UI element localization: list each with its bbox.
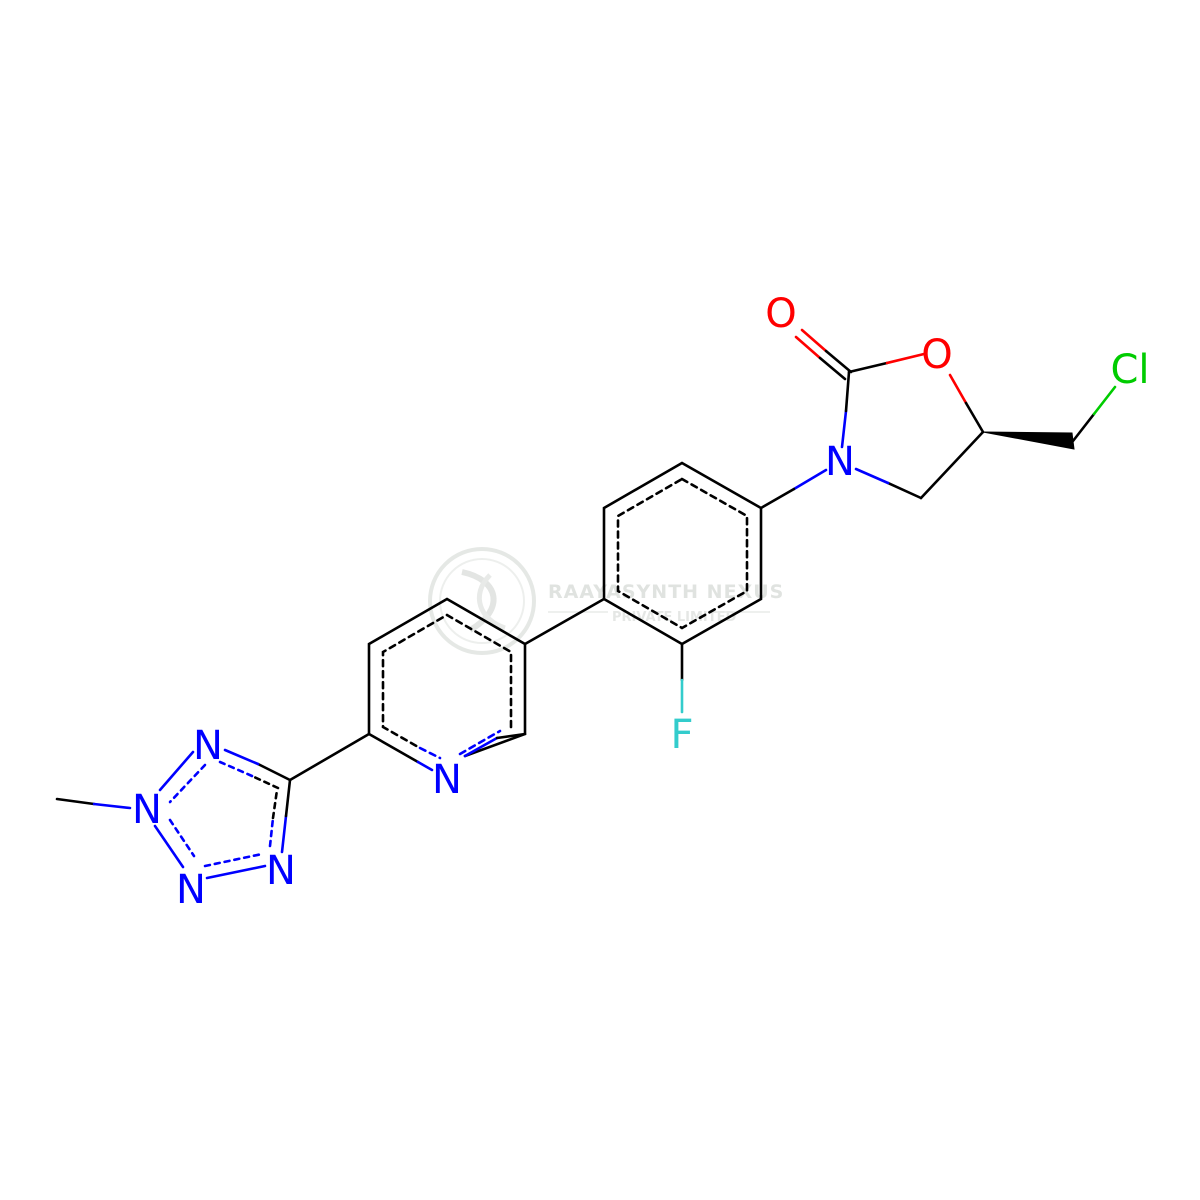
tetrazole-n-c bbox=[280, 814, 288, 854]
atom-tetrazole-n-top: N bbox=[193, 723, 223, 769]
tetrazole-n-n-b bbox=[153, 824, 185, 869]
bond-pyridine-tetrazole bbox=[288, 732, 371, 782]
bond-c2-ringo-b bbox=[885, 352, 926, 365]
bond-c5-c4 bbox=[919, 430, 985, 500]
atom-fluorine: F bbox=[670, 712, 693, 758]
watermark: RAAYASYNTH NEXUS PRIVATE LIMITED bbox=[428, 547, 784, 655]
atom-ring-oxygen: O bbox=[921, 332, 952, 378]
atom-chlorine: Cl bbox=[1110, 347, 1149, 393]
bond-c4-n bbox=[886, 481, 923, 500]
watermark-logo-icon bbox=[428, 547, 536, 655]
bond-c2-o-double-a2 bbox=[824, 349, 853, 374]
atom-tetrazole-n-bottom-left: N bbox=[176, 867, 206, 913]
atom-pyridine-nitrogen: N bbox=[432, 757, 462, 803]
watermark-name: RAAYASYNTH NEXUS bbox=[548, 581, 784, 603]
bond-methyl-n bbox=[55, 797, 96, 806]
atom-ring-nitrogen: N bbox=[825, 439, 855, 485]
pyridine-n-bond-b bbox=[463, 736, 499, 758]
bond-ringo-c5 bbox=[948, 373, 968, 405]
atom-carbonyl-oxygen: O bbox=[765, 291, 796, 337]
bond-ch2-cl-b bbox=[1092, 385, 1117, 416]
bond-c2-ringo bbox=[847, 361, 889, 374]
atom-tetrazole-n-methyl: N bbox=[132, 787, 162, 833]
tetrazole-n-n-c bbox=[205, 864, 267, 880]
bond-c5-ch2-wedge bbox=[982, 431, 1075, 450]
bond-n-phenyl-b bbox=[759, 487, 796, 510]
bond-n-c2 bbox=[840, 409, 848, 449]
bond-c2-o-double-b bbox=[794, 335, 822, 360]
pyridine-ring-aromatic bbox=[381, 613, 513, 750]
bond-phenyl-pyridine bbox=[523, 597, 606, 646]
phenyl-ring-aromatic bbox=[616, 477, 749, 630]
bond-ch2-cl bbox=[1071, 412, 1096, 443]
pyridine-n-bond-a bbox=[416, 760, 434, 772]
bond-c4-n-b bbox=[854, 467, 890, 485]
bond-n-c2-b bbox=[844, 370, 851, 413]
atom-tetrazole-n-bottom-right: N bbox=[266, 848, 296, 894]
bond-ringo-c5-b bbox=[964, 401, 985, 434]
tetrazole-n-n-a bbox=[158, 750, 195, 792]
tetrazole-c-n bbox=[256, 762, 292, 782]
bonds bbox=[55, 328, 1117, 880]
atom-labels: O O N Cl F N N N N N bbox=[132, 291, 1149, 913]
bond-c2-o-double-b2 bbox=[818, 356, 847, 381]
bond-n-phenyl bbox=[792, 468, 828, 491]
bond-c2-o-double-a bbox=[800, 328, 828, 353]
